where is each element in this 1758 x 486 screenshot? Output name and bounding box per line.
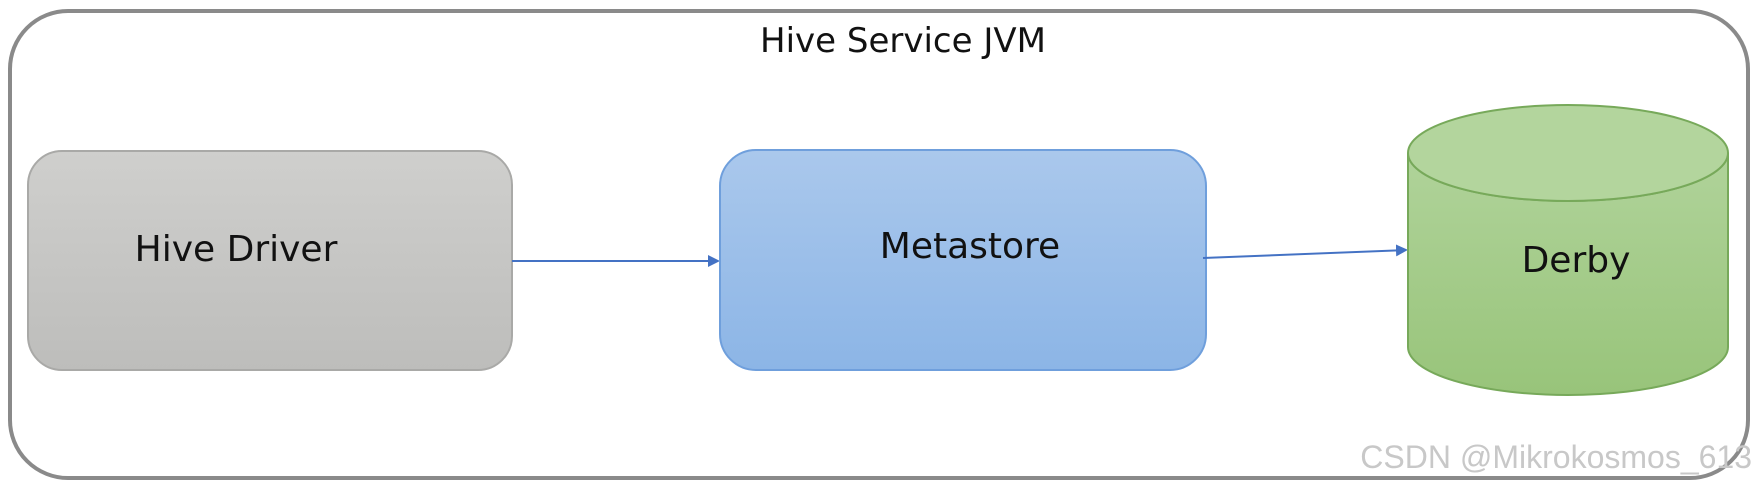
metastore-box bbox=[719, 149, 1207, 371]
hive-driver-label: Hive Driver bbox=[135, 229, 338, 270]
derby-cylinder bbox=[1407, 104, 1729, 396]
metastore-label: Metastore bbox=[880, 226, 1060, 267]
watermark-text: CSDN @Mikrokosmos_613 bbox=[1360, 439, 1752, 475]
arrow-metastore-to-derby bbox=[1202, 244, 1408, 259]
derby-label: Derby bbox=[1522, 240, 1631, 281]
jvm-title: Hive Service JVM bbox=[760, 21, 1046, 61]
derby-cylinder-top bbox=[1407, 104, 1729, 202]
